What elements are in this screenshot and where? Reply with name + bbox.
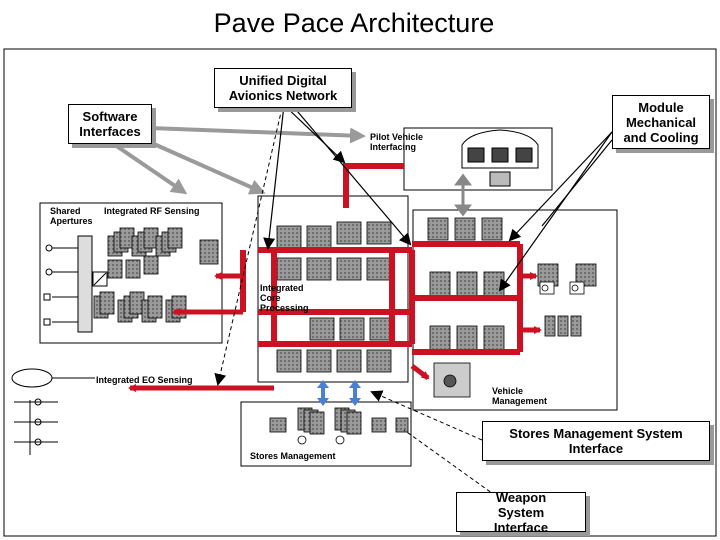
cockpit-icon xyxy=(461,129,539,187)
software-interfaces-callout: Software Interfaces xyxy=(68,104,152,144)
rf-module-stacks xyxy=(93,227,219,323)
vehicle-management-label: Vehicle Management xyxy=(492,386,548,406)
dashed-pointers xyxy=(214,107,497,497)
core-processing-box xyxy=(257,195,409,383)
eo-sensor-icons xyxy=(11,368,95,455)
slide-title: Pave Pace Architecture xyxy=(213,8,495,38)
integrated-eo-sensing-label: Integrated EO Sensing xyxy=(96,375,193,385)
black-pointers xyxy=(263,104,613,292)
actuator-icons xyxy=(433,281,585,398)
pilot-vehicle-box xyxy=(403,127,553,191)
module-mechanical-and-cooling-callout: Module Mechanical and Cooling xyxy=(612,95,710,149)
integrated-rf-sensing-label: Integrated RF Sensing xyxy=(104,206,200,216)
stores-modules xyxy=(269,407,409,435)
pilot-link xyxy=(454,173,472,217)
rf-sensing-box xyxy=(39,202,223,344)
vehicle-management-modules xyxy=(427,217,597,351)
shared-apertures-column xyxy=(43,235,108,333)
red-bus-arrows xyxy=(128,272,542,392)
pilot-vehicle-interfacing-label: Pilot Vehicle Interfacing xyxy=(370,132,424,152)
stores-management-system-interface-callout: Stores Management System Interface xyxy=(482,421,710,461)
unified-digital-avionics-network-callout: Unified Digital Avionics Network xyxy=(214,68,352,108)
diagram-frame xyxy=(3,48,717,537)
weapon-system-interface-callout: Weapon System Interface xyxy=(456,490,586,535)
integrated-core-processing-label: Integrated Core Processing xyxy=(260,283,309,313)
shared-apertures-label: Shared Apertures xyxy=(50,206,93,226)
core-processing-modules xyxy=(276,221,395,373)
stores-dials xyxy=(297,435,345,445)
stores-management-label: Stores Management xyxy=(250,451,336,461)
callout-pointers xyxy=(113,126,366,195)
red-data-buses xyxy=(240,163,523,355)
